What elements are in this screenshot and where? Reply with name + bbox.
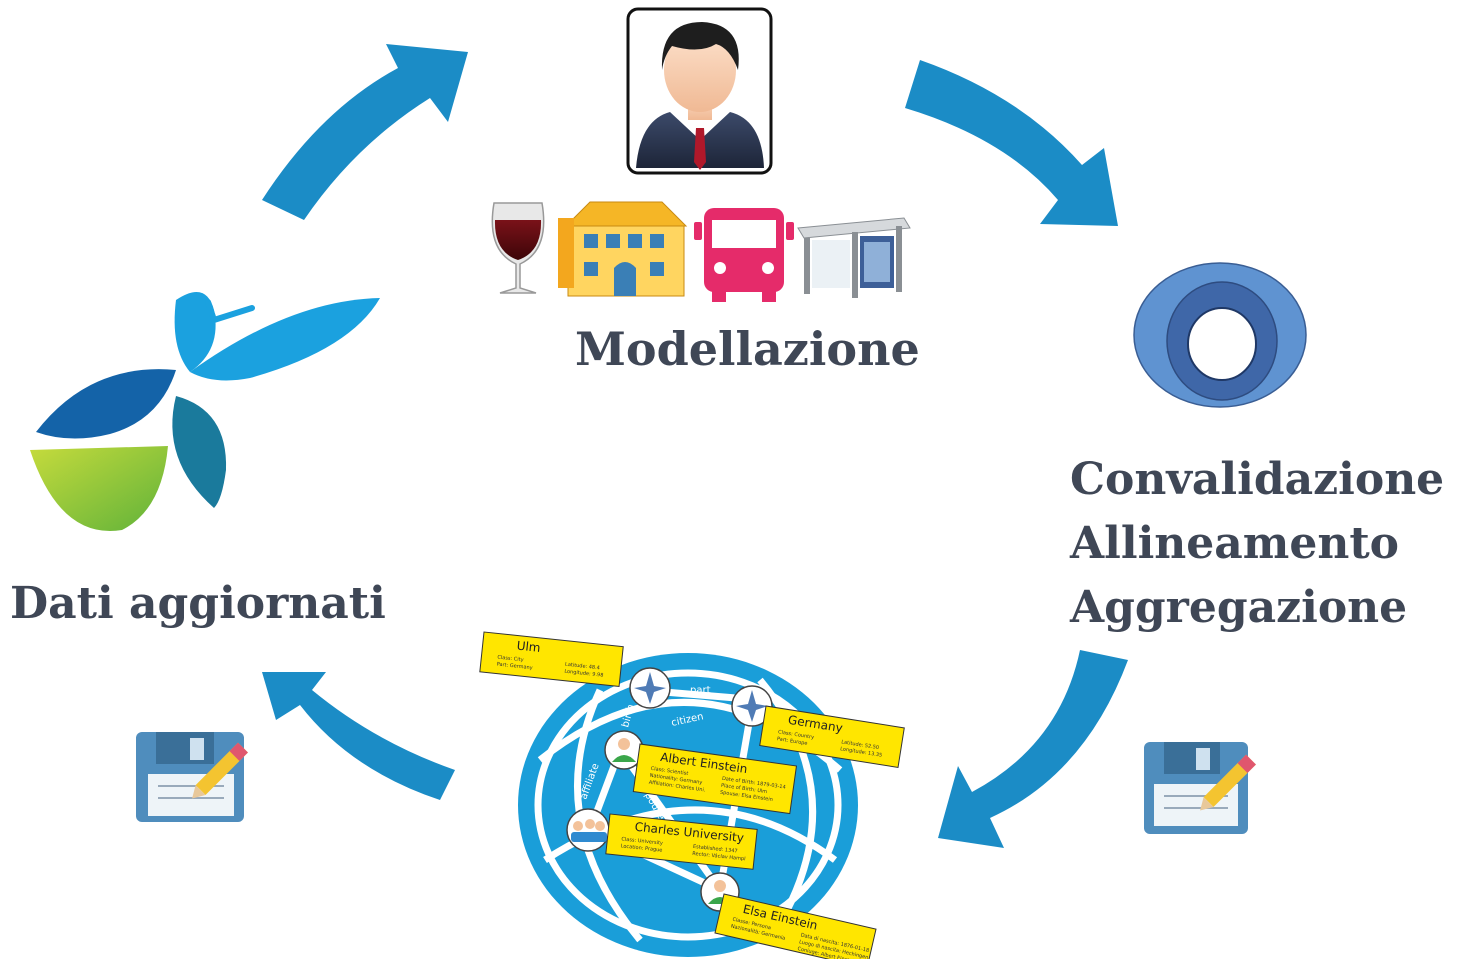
wine-glass-icon: [491, 202, 545, 294]
knowledge-graph-globe: part birth citizen affiliate spouse: [518, 653, 858, 957]
card-albert: Albert Einstein Class: Scientist Nationa…: [632, 743, 798, 815]
graph-node-germany: [731, 685, 773, 727]
graph-node-charles: [566, 808, 610, 852]
card-ulm: Ulm Class: City Part: Germany Latitude: …: [479, 631, 624, 687]
step-label-modeling: Modellazione: [575, 322, 920, 376]
card-ulm-right-0: Latitude: 48.4: [565, 662, 600, 672]
cycle-arrow-top-left: [262, 44, 468, 220]
edge-label-part: part: [690, 685, 711, 696]
graph-node-albert: [604, 730, 644, 770]
person-avatar-icon: [626, 7, 773, 175]
cycle-arrow-bottom-right: [938, 650, 1128, 848]
card-charles-right-0: Established: 1347: [693, 844, 738, 855]
card-germany-right-0: Latitude: 52.50: [841, 739, 880, 751]
card-germany: Germany Class: Country Part: Europe Lati…: [759, 705, 905, 768]
card-germany-left-0: Class: Country: [778, 729, 815, 741]
step-label-validation-line-1: Convalidazione: [1070, 454, 1445, 505]
step-label-validation-line-3: Aggregazione: [1070, 582, 1408, 633]
hotel-icon: [558, 201, 688, 297]
card-ulm-title: Ulm: [516, 639, 541, 655]
card-ulm-left-1: Part: Germany: [496, 662, 533, 672]
bus-stop-icon: [797, 217, 911, 298]
firefly-logo: [30, 292, 380, 531]
cycle-arrow-bottom-left: [262, 672, 455, 800]
step-label-validation: Convalidazione Allineamento Aggregazione: [1070, 448, 1444, 640]
cycle-arrow-top-right: [905, 60, 1118, 226]
card-ulm-left-0: Class: City: [497, 655, 524, 664]
card-charles-left-1: Location: Prague: [620, 843, 662, 853]
bus-icon: [694, 208, 794, 302]
card-albert-left-0: Class: Scientist: [650, 766, 688, 777]
graph-node-ulm: [629, 667, 671, 709]
card-charles: Charles University Class: University Loc…: [605, 813, 758, 870]
card-charles-left-0: Class: University: [621, 836, 663, 846]
save-edit-icon-left: [136, 732, 248, 822]
save-edit-icon-right: [1144, 742, 1256, 834]
card-germany-left-1: Part: Europe: [776, 736, 807, 747]
card-ulm-right-1: Longitude: 9.98: [564, 669, 604, 679]
nested-ellipse-icon: [1133, 262, 1307, 408]
card-elsa: Elsa Einstein Classe: Persona Nazionalit…: [714, 893, 877, 959]
step-label-updated: Dati aggiornati: [10, 578, 386, 629]
step-label-validation-line-2: Allineamento: [1070, 518, 1399, 569]
